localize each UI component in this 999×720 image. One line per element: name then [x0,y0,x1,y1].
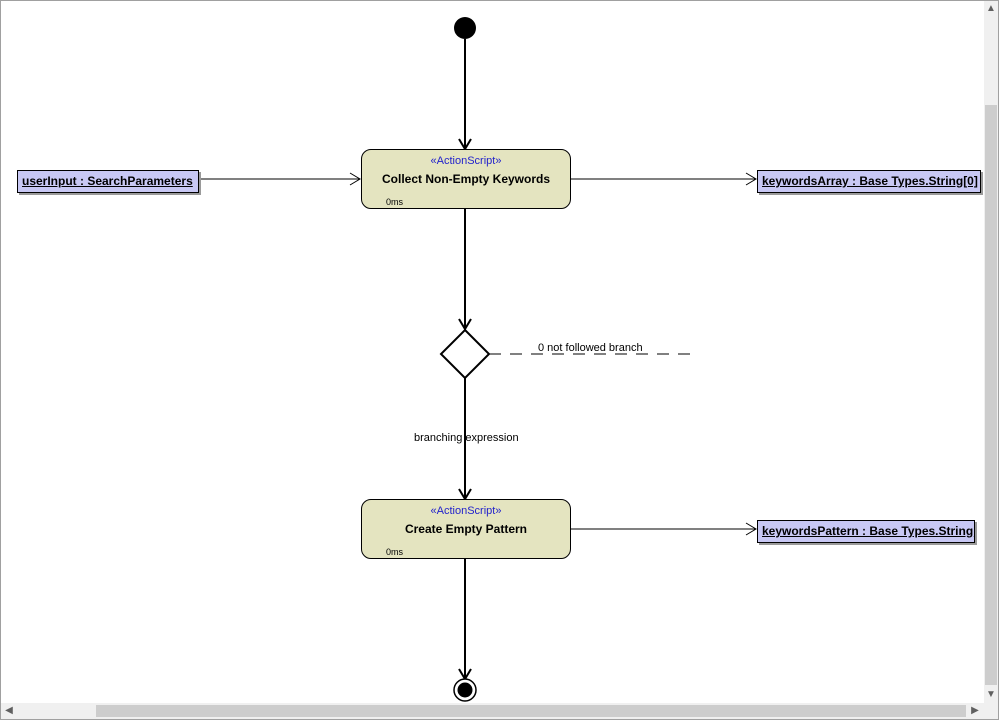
up-arrow-icon[interactable]: ▲ [986,3,996,14]
vertical-scroll-thumb[interactable] [985,105,997,685]
right-arrow-icon[interactable]: ▶ [971,705,979,716]
flow-arrowhead [349,172,361,186]
not-followed-branch-label: 0 not followed branch [538,342,643,354]
action-title: Create Empty Pattern [404,522,528,536]
diagram-edges [199,17,757,702]
action-title: Collect Non-Empty Keywords [381,172,551,186]
action-time: 0ms [386,197,404,207]
flow-arrowhead [745,172,757,186]
scrollbar-corner [984,703,998,719]
flow-arrowhead [745,522,757,536]
final-node[interactable] [453,678,477,702]
horizontal-scrollbar[interactable]: ◀ ▶ [1,703,984,719]
decision-node[interactable] [439,328,491,380]
stereotype-label: «ActionScript» [430,505,502,517]
object-keywords-array[interactable]: keywordsArray : Base Types.String[0] [757,170,981,193]
stereotype-label: «ActionScript» [430,155,502,167]
vertical-scrollbar[interactable]: ▲ ▼ [984,1,998,703]
object-user-input[interactable]: userInput : SearchParameters [17,170,199,193]
initial-node[interactable] [454,17,476,39]
down-arrow-icon[interactable]: ▼ [986,689,996,700]
object-keywords-pattern[interactable]: keywordsPattern : Base Types.String [757,520,975,543]
branching-expression-label: branching expression [414,432,519,444]
action-time: 0ms [386,547,404,557]
horizontal-scroll-thumb[interactable] [96,705,966,717]
action-create-empty-pattern[interactable]: «ActionScript» Create Empty Pattern 0ms [361,499,571,559]
diagram-canvas[interactable]: «ActionScript» Collect Non-Empty Keyword… [1,1,984,703]
action-collect-non-empty-keywords[interactable]: «ActionScript» Collect Non-Empty Keyword… [361,149,571,209]
left-arrow-icon[interactable]: ◀ [5,705,13,716]
